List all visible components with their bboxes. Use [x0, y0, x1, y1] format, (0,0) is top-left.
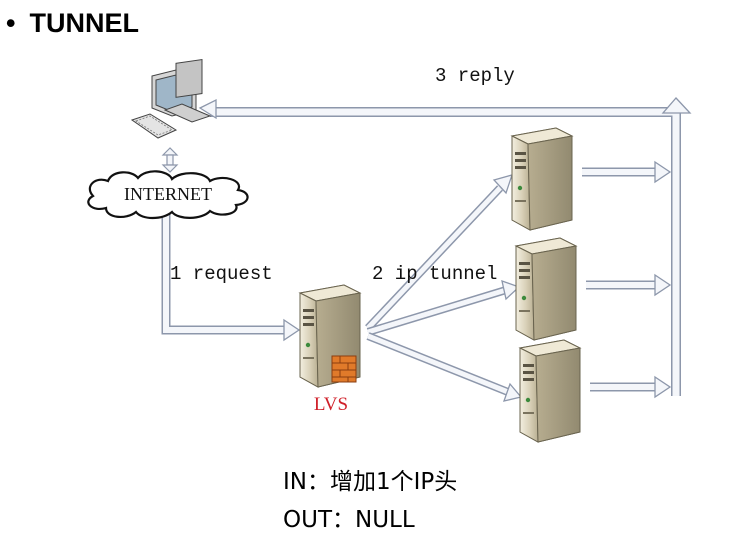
- internet-cloud-icon: INTERNET: [87, 170, 249, 220]
- internet-label: INTERNET: [124, 184, 212, 204]
- lvs-label: LVS: [314, 394, 348, 415]
- lvs-server-icon: LVS: [299, 284, 361, 415]
- reply-label: 3 reply: [435, 65, 515, 87]
- tunnel-arrows: [365, 174, 523, 402]
- reply-arrow: [198, 97, 692, 396]
- in-note: IN：增加1个IP头: [283, 469, 458, 495]
- client-internet-arrow: [161, 147, 179, 173]
- request-label: 1 request: [170, 263, 273, 285]
- out-note: OUT：NULL: [283, 507, 415, 533]
- server-output-arrows: [582, 160, 672, 399]
- tunnel-label: 2 ip tunnel: [372, 263, 497, 285]
- real-server-1-icon: [511, 127, 573, 231]
- real-server-2-icon: [515, 237, 577, 341]
- real-server-3-icon: [519, 339, 581, 443]
- desktop-computer-icon: [130, 59, 212, 139]
- title-text: TUNNEL: [29, 8, 139, 38]
- slide-title: • TUNNEL: [6, 8, 139, 39]
- title-bullet: •: [6, 8, 16, 38]
- request-arrow: [161, 212, 301, 342]
